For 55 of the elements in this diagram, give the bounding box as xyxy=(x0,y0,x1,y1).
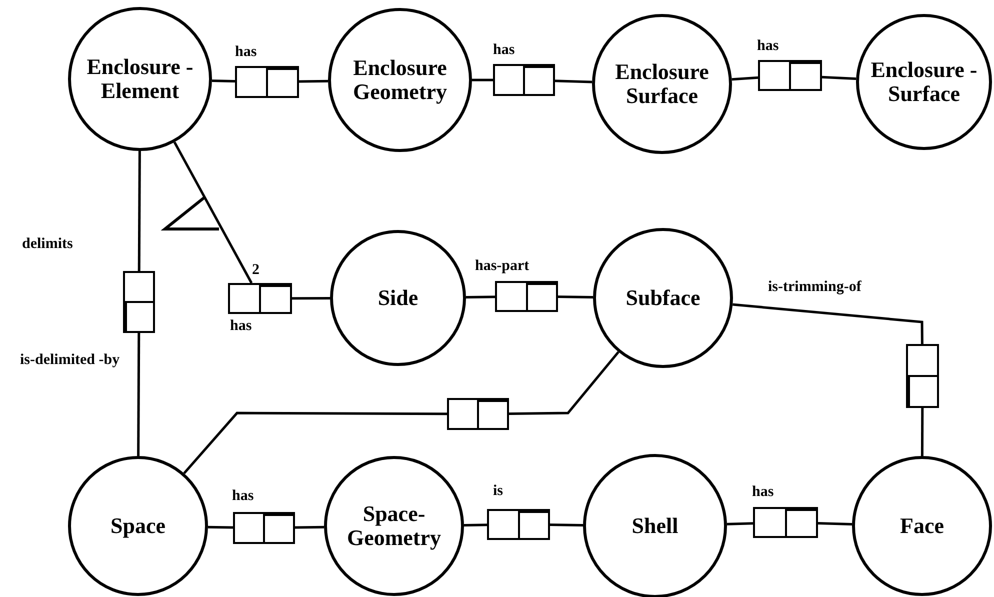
role-box xyxy=(493,64,555,96)
connector-line xyxy=(183,412,447,474)
entity-name: Face xyxy=(900,514,944,538)
role-box xyxy=(758,60,822,91)
entity-name: Side xyxy=(378,286,418,310)
connector-line xyxy=(822,76,856,80)
connector-line xyxy=(466,296,496,298)
role-label: has xyxy=(757,38,779,56)
connector-line xyxy=(818,522,852,526)
role-label: is-delimited -by xyxy=(20,352,120,370)
role-label: is xyxy=(493,483,504,500)
role-label: delimits xyxy=(22,236,73,254)
connector-line xyxy=(726,522,754,526)
role-label: 2 xyxy=(252,262,260,280)
connector-line xyxy=(558,296,594,298)
connector-line xyxy=(294,526,324,529)
role-label: has xyxy=(752,484,774,502)
role-label: has xyxy=(230,318,252,336)
connector-line xyxy=(508,351,620,415)
connector-line xyxy=(472,78,493,82)
role-box xyxy=(495,281,558,312)
role-label: has-part xyxy=(475,258,530,276)
entity-name: Space- Geometry xyxy=(346,502,442,550)
role-label: has xyxy=(493,42,515,60)
role-box xyxy=(228,283,292,314)
connector-line xyxy=(920,408,924,456)
entity-name: Enclosure - Element xyxy=(86,54,194,104)
connector-line xyxy=(554,80,592,84)
connector-line xyxy=(137,333,140,456)
role-box xyxy=(123,271,155,333)
role-box xyxy=(235,66,299,98)
connector-line xyxy=(298,80,328,83)
role-box xyxy=(447,398,509,430)
connector-line xyxy=(138,151,141,271)
role-box xyxy=(233,512,295,544)
entity-name: Shell xyxy=(632,514,678,538)
entity-name: Enclosure Geometry xyxy=(352,56,448,104)
edge-label: is-trimming-of xyxy=(768,279,862,296)
connector-line xyxy=(464,524,488,526)
entity-name: Enclosure Surface xyxy=(614,60,710,108)
connector-line xyxy=(732,303,924,344)
connector-line xyxy=(173,142,253,284)
role-box xyxy=(753,507,818,538)
role-box xyxy=(487,509,550,540)
role-label: has xyxy=(232,488,254,506)
entity-name: Enclosure - Surface xyxy=(870,58,978,106)
connector-line xyxy=(292,296,330,300)
role-label: has xyxy=(235,44,257,62)
connector-line xyxy=(550,524,584,526)
connector-line xyxy=(212,79,236,82)
entity-name: Space xyxy=(110,514,166,538)
connector-line xyxy=(732,76,758,81)
role-box xyxy=(906,344,939,408)
entity-name: Subface xyxy=(626,286,700,310)
connector-line xyxy=(208,526,234,529)
